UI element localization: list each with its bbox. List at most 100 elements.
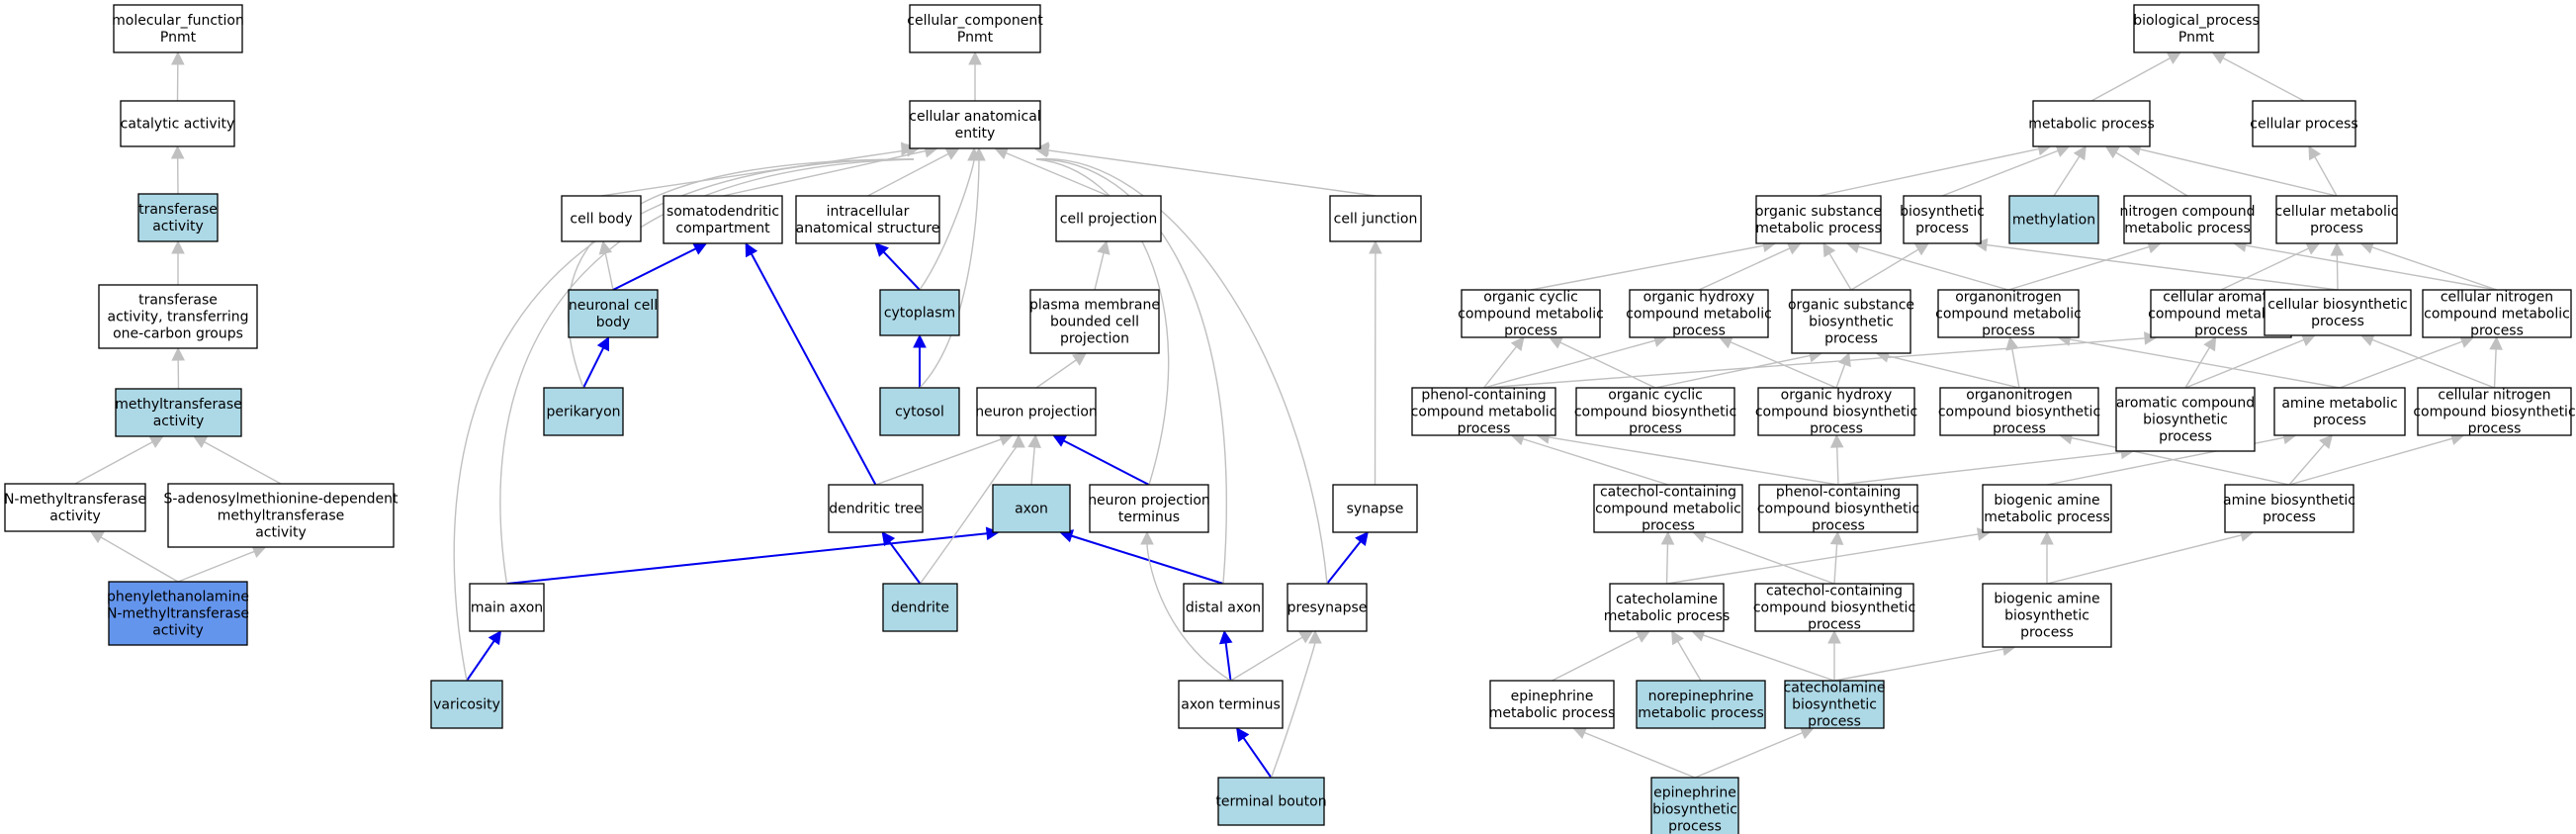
node-label-line: presynapse xyxy=(1288,601,1368,616)
node-box xyxy=(1217,777,1325,826)
node-label-line: process xyxy=(2310,221,2363,236)
node-cytoplasm[interactable]: cytoplasm xyxy=(879,289,960,336)
node-varicosity[interactable]: varicosity xyxy=(430,680,503,729)
node-label-line: catalytic activity xyxy=(121,117,235,133)
node-metabolic[interactable]: metabolic process xyxy=(2028,100,2155,147)
node-pnmt[interactable]: phenylethanolamineN-methyltransferaseact… xyxy=(107,581,249,646)
edge-terminal_bouton-to-axon_terminus xyxy=(1242,737,1273,779)
node-axon[interactable]: axon xyxy=(992,484,1071,533)
node-label-line: compound metabolic xyxy=(1595,502,1741,517)
edge-cytosol-to-cae xyxy=(919,158,980,389)
node-label-line: neuron projection xyxy=(975,405,1098,420)
node-neuron-proj[interactable]: neuron projection xyxy=(975,387,1098,436)
edge-pnmt-to-nmethyl xyxy=(100,536,179,583)
edge-catecholamine_met-to-catechol_met xyxy=(1665,543,1669,585)
node-presynapse[interactable]: presynapse xyxy=(1287,583,1368,632)
node-label-line: neuron projection xyxy=(1088,493,1210,509)
node-label-line: biosynthetic xyxy=(2004,608,2089,624)
node-perikaryon[interactable]: perikaryon xyxy=(543,387,624,436)
node-dendrite[interactable]: dendrite xyxy=(882,583,958,632)
node-label-line: compound biosynthetic xyxy=(1574,405,1736,420)
node-label-line: activity xyxy=(152,623,204,639)
node-cell-junction[interactable]: cell junction xyxy=(1329,195,1422,242)
edge-phenol_met-to-org_cyclic_met xyxy=(1482,345,1517,389)
node-label-line: organic cyclic xyxy=(1608,388,1703,404)
node-label-line: compound metabolic xyxy=(1626,307,1772,323)
node-box xyxy=(1784,680,1885,729)
node-distal-axon[interactable]: distal axon xyxy=(1183,583,1264,632)
node-box xyxy=(561,195,642,242)
arrowhead-neuron_proj-to-pm_bounded xyxy=(1072,352,1088,366)
node-cell-proj[interactable]: cell projection xyxy=(1055,195,1162,242)
node-box xyxy=(976,387,1097,436)
node-dendritic-tree[interactable]: dendritic tree xyxy=(828,484,924,533)
edge-cell_nitro_met-to-cellular_met xyxy=(2371,246,2498,291)
node-cell-body[interactable]: cell body xyxy=(561,195,642,242)
node-cellular-proc[interactable]: cellular process xyxy=(2250,100,2358,147)
edge-catechol_bio-to-phenol_bio xyxy=(1833,543,1838,585)
arrowhead-synapse-to-cell_junction xyxy=(1369,239,1382,254)
edge-cell_junction-to-cae xyxy=(1045,148,1377,197)
node-box xyxy=(1287,583,1368,632)
node-axon-terminus[interactable]: axon terminus xyxy=(1178,680,1284,729)
arrowhead-axon_terminus-to-distal_axon xyxy=(1218,629,1233,645)
node-label-line: epinephrine xyxy=(1653,786,1736,801)
edge-intracell-to-cae xyxy=(867,152,949,197)
node-label-line: process xyxy=(1982,324,2035,339)
node-terminal-bouton[interactable]: terminal bouton xyxy=(1215,777,1327,826)
edge-pnmt-to-sam xyxy=(177,550,255,583)
node-label-line: bounded cell xyxy=(1050,315,1139,330)
node-label-line: amine metabolic xyxy=(2281,396,2397,412)
node-synapse[interactable]: synapse xyxy=(1332,484,1418,533)
node-catalytic[interactable]: catalytic activity xyxy=(120,100,235,147)
arrowhead-axon_terminus-to-np_terminus xyxy=(1140,530,1154,545)
node-cytosol[interactable]: cytosol xyxy=(879,387,960,436)
node-methylation[interactable]: methylation xyxy=(2008,195,2099,244)
node-sam[interactable]: S-adenosylmethionine-dependentmethyltran… xyxy=(163,483,399,548)
edge-amine_met-to-organonitro_met xyxy=(2069,338,2341,389)
node-main-axon[interactable]: main axon xyxy=(469,583,545,632)
